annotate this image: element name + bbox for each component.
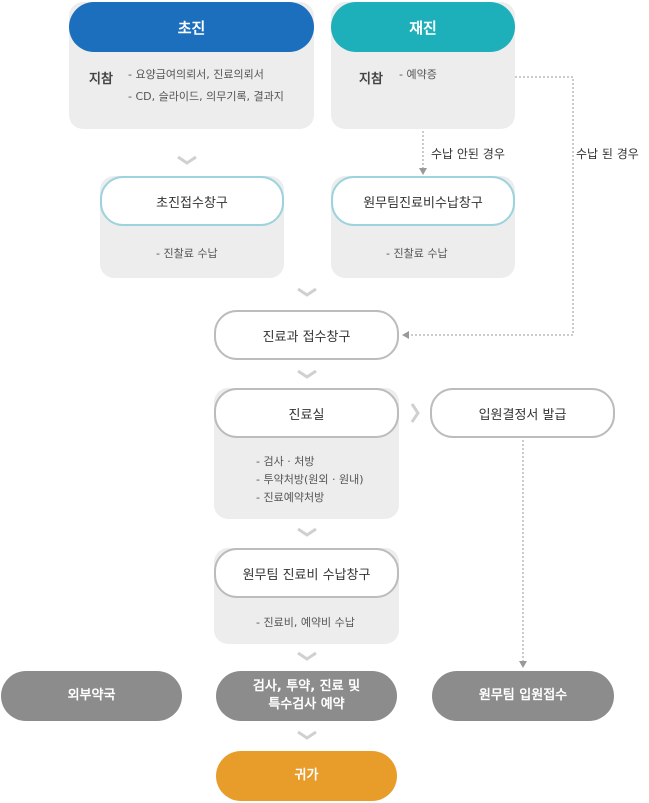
chevron-right-icon — [410, 403, 420, 423]
department-reception-window: 진료과 접수창구 — [214, 310, 399, 360]
admission-decision-title: 입원결정서 발급 — [478, 407, 567, 423]
unpaid-arrowhead — [419, 168, 427, 175]
list-item: - 요양급여의뢰서, 진료의뢰서 — [128, 68, 264, 81]
paid-connector — [408, 76, 574, 336]
initial-reception-window: 초진접수창구 — [100, 176, 284, 226]
initial-guide-label: 지참 — [89, 72, 113, 87]
initial-visit-title: 초진 — [177, 18, 206, 37]
chevron-down-icon — [297, 369, 317, 379]
unpaid-note: 수납 안된 경우 — [431, 147, 505, 161]
list-item: - CD, 슬라이드, 의무기록, 결과지 — [128, 90, 284, 103]
onestop-payment-window: 원무팀진료비수납창구 — [331, 176, 515, 226]
chevron-down-icon — [297, 527, 317, 537]
exam-booking: 검사, 투약, 진료 및 특수검사 예약 — [216, 671, 397, 721]
initial-reception-detail: - 진찰료 수납 — [156, 247, 218, 260]
external-pharmacy: 외부약국 — [1, 671, 182, 721]
list-item: - 투약처방(원외 · 원내) — [256, 473, 364, 486]
clinic-room-title: 진료실 — [288, 407, 325, 423]
return-visit-header: 재진 — [331, 2, 515, 52]
initial-guide-list: - 요양급여의뢰서, 진료의뢰서 - CD, 슬라이드, 의무기록, 결과지 — [128, 66, 284, 106]
onestop-payment-title: 원무팀진료비수납창구 — [363, 195, 483, 211]
clinic-room-list: - 검사 · 처방 - 투약처방(원외 · 원내) - 진료예약처방 — [256, 453, 364, 507]
chevron-down-icon — [297, 651, 317, 661]
exam-booking-line2: 특수검사 예약 — [268, 697, 345, 712]
chevron-down-icon — [177, 155, 197, 165]
list-item: - 진료예약처방 — [256, 491, 325, 504]
initial-reception-title: 초진접수창구 — [156, 195, 228, 211]
go-home-title: 귀가 — [294, 768, 319, 783]
return-guide-label: 지참 — [359, 72, 383, 87]
admission-decision-issue: 입원결정서 발급 — [430, 388, 615, 438]
admission-reception: 원무팀 입원접수 — [432, 671, 614, 721]
payment-counter-detail: - 진료비, 예약비 수납 — [256, 616, 355, 629]
return-visit-title: 재진 — [409, 18, 437, 37]
admission-arrowhead — [519, 661, 527, 668]
clinic-room: 진료실 — [214, 388, 399, 438]
onestop-payment-detail: - 진찰료 수납 — [386, 247, 448, 260]
admission-reception-title: 원무팀 입원접수 — [478, 688, 568, 703]
chevron-down-icon — [297, 730, 317, 740]
exam-booking-line1: 검사, 투약, 진료 및 — [252, 679, 361, 694]
go-home: 귀가 — [216, 751, 397, 801]
payment-counter-window: 원무팀 진료비 수납창구 — [214, 548, 399, 598]
initial-visit-header: 초진 — [69, 2, 314, 52]
department-reception-title: 진료과 접수창구 — [262, 329, 351, 345]
external-pharmacy-title: 외부약국 — [67, 688, 116, 703]
paid-arrowhead — [402, 331, 409, 339]
list-item: - 예약증 — [399, 68, 437, 81]
payment-counter-title: 원무팀 진료비 수납창구 — [242, 567, 371, 583]
list-item: - 검사 · 처방 — [256, 455, 315, 468]
paid-note: 수납 된 경우 — [576, 147, 639, 161]
chevron-down-icon — [297, 287, 317, 297]
